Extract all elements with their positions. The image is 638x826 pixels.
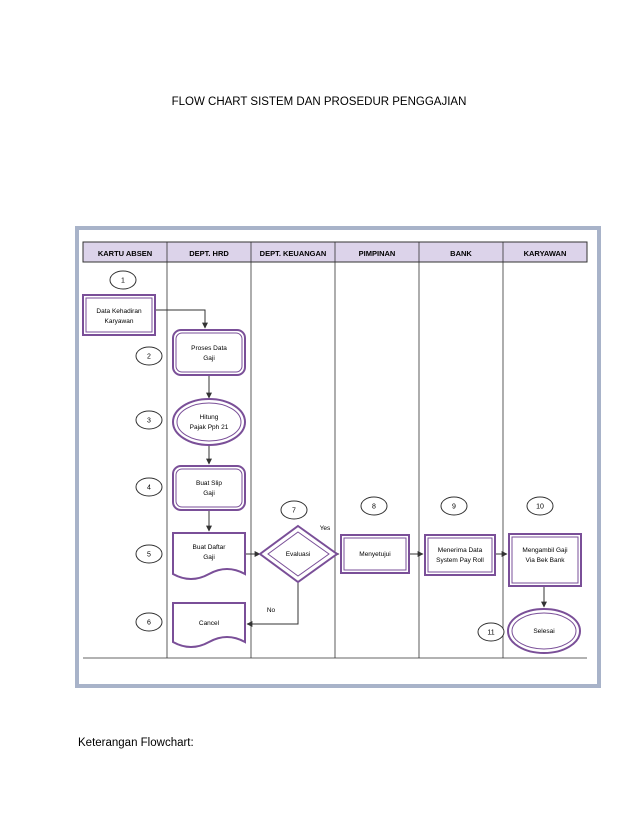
step-8-label: Menyetujui xyxy=(359,551,390,558)
step-5-label-line-2: Gaji xyxy=(203,554,215,561)
step-4-number: 4 xyxy=(147,485,151,492)
document-title: FLOW CHART SISTEM DAN PROSEDUR PENGGAJIA… xyxy=(171,96,467,108)
step-5-number-circle xyxy=(135,544,163,564)
step-2-label-line-1: Proses Data xyxy=(191,345,227,352)
step-3-number-circle xyxy=(135,410,163,430)
step-8-shape-inner xyxy=(343,537,407,571)
connector-1-2 xyxy=(155,309,208,329)
step-10-number-circle xyxy=(526,496,554,516)
step-8-number-circle xyxy=(360,496,388,516)
step-3-label-line-2: Pajak Pph 21 xyxy=(190,424,229,431)
step-10-label-line-2: Via Bek Bank xyxy=(526,557,566,564)
step-5-shape xyxy=(172,532,246,580)
connector-7-6-no xyxy=(246,582,299,627)
step-9-number-circle xyxy=(440,496,468,516)
branch-no-label: No xyxy=(267,607,276,614)
step-6-label: Cancel xyxy=(199,620,220,627)
step-4-shape-inner xyxy=(175,468,243,508)
connectors xyxy=(155,309,547,627)
step-9-number: 9 xyxy=(452,504,456,511)
step-4-label-line-2: Gaji xyxy=(203,490,215,497)
lane-header-2: DEPT. KEUANGAN xyxy=(260,249,327,258)
step-11-label: Selesai xyxy=(533,628,554,635)
lane-header-0: KARTU ABSEN xyxy=(98,249,152,258)
lane-header-4: BANK xyxy=(450,249,472,258)
step-11-number: 11 xyxy=(487,630,494,637)
step-5-number: 5 xyxy=(147,552,151,559)
step-3-shape-inner xyxy=(176,402,242,442)
step-2-label-line-2: Gaji xyxy=(203,355,215,362)
flowchart-frame: KARTU ABSEN DEPT. HRD DEPT. KEUANGAN PIMPIN… xyxy=(75,226,601,688)
step-6-shape xyxy=(172,602,246,648)
step-2-number-circle xyxy=(135,346,163,366)
step-3-number: 3 xyxy=(147,418,151,425)
step-11-number-circle xyxy=(477,622,505,642)
step-10-label-line-1: Mengambil Gaji xyxy=(522,547,567,554)
step-8-number: 8 xyxy=(372,504,376,511)
flow-shapes xyxy=(82,294,582,654)
step-10-number: 10 xyxy=(536,504,544,511)
step-10-shape-inner xyxy=(511,536,579,584)
flowchart-diagram: KARTU ABSEN DEPT. HRD DEPT. KEUANGAN PIMPIN… xyxy=(82,241,588,659)
step-1-label-line-2: Karyawan xyxy=(105,318,134,325)
step-6-number-circle xyxy=(135,612,163,632)
swimlane-grid: KARTU ABSEN DEPT. HRD DEPT. KEUANGAN PIMPIN… xyxy=(82,241,588,659)
step-7-number-circle xyxy=(280,500,308,520)
step-9-label-line-2: System Pay Roll xyxy=(436,557,484,564)
lane-header-1: DEPT. HRD xyxy=(189,249,229,258)
step-4-label-line-1: Buat Slip xyxy=(196,480,222,487)
step-11-shape-inner xyxy=(511,612,577,650)
step-1-shape-inner xyxy=(85,297,153,333)
lane-header-3: PIMPINAN xyxy=(359,249,396,258)
step-labels: Data Kehadiran Karyawan Proses Data Gaji… xyxy=(96,308,567,635)
step-9-shape-inner xyxy=(427,537,493,573)
step-2-shape-inner xyxy=(175,332,243,373)
flowchart-caption: Keterangan Flowchart: xyxy=(78,737,194,749)
step-1-number: 1 xyxy=(121,278,125,285)
branch-yes-label: Yes xyxy=(320,525,331,532)
flowchart-canvas: KARTU ABSEN DEPT. HRD DEPT. KEUANGAN PIMPIN… xyxy=(79,230,597,684)
step-7-label: Evaluasi xyxy=(286,551,311,558)
step-1-label-line-1: Data Kehadiran xyxy=(96,308,142,315)
step-2-number: 2 xyxy=(147,354,151,361)
step-3-label-line-1: Hitung xyxy=(200,414,219,421)
step-7-shape-inner xyxy=(267,531,330,577)
step-5-label-line-1: Buat Daftar xyxy=(193,544,227,551)
step-6-number: 6 xyxy=(147,620,151,627)
step-number-labels: 1 2 3 4 5 6 7 8 9 10 11 xyxy=(121,278,544,637)
step-9-label-line-1: Menerima Data xyxy=(438,547,483,554)
step-7-number: 7 xyxy=(292,508,296,515)
step-number-circles xyxy=(109,270,554,642)
step-1-number-circle xyxy=(109,270,137,290)
lane-header-5: KARYAWAN xyxy=(524,249,567,258)
step-4-number-circle xyxy=(135,477,163,497)
